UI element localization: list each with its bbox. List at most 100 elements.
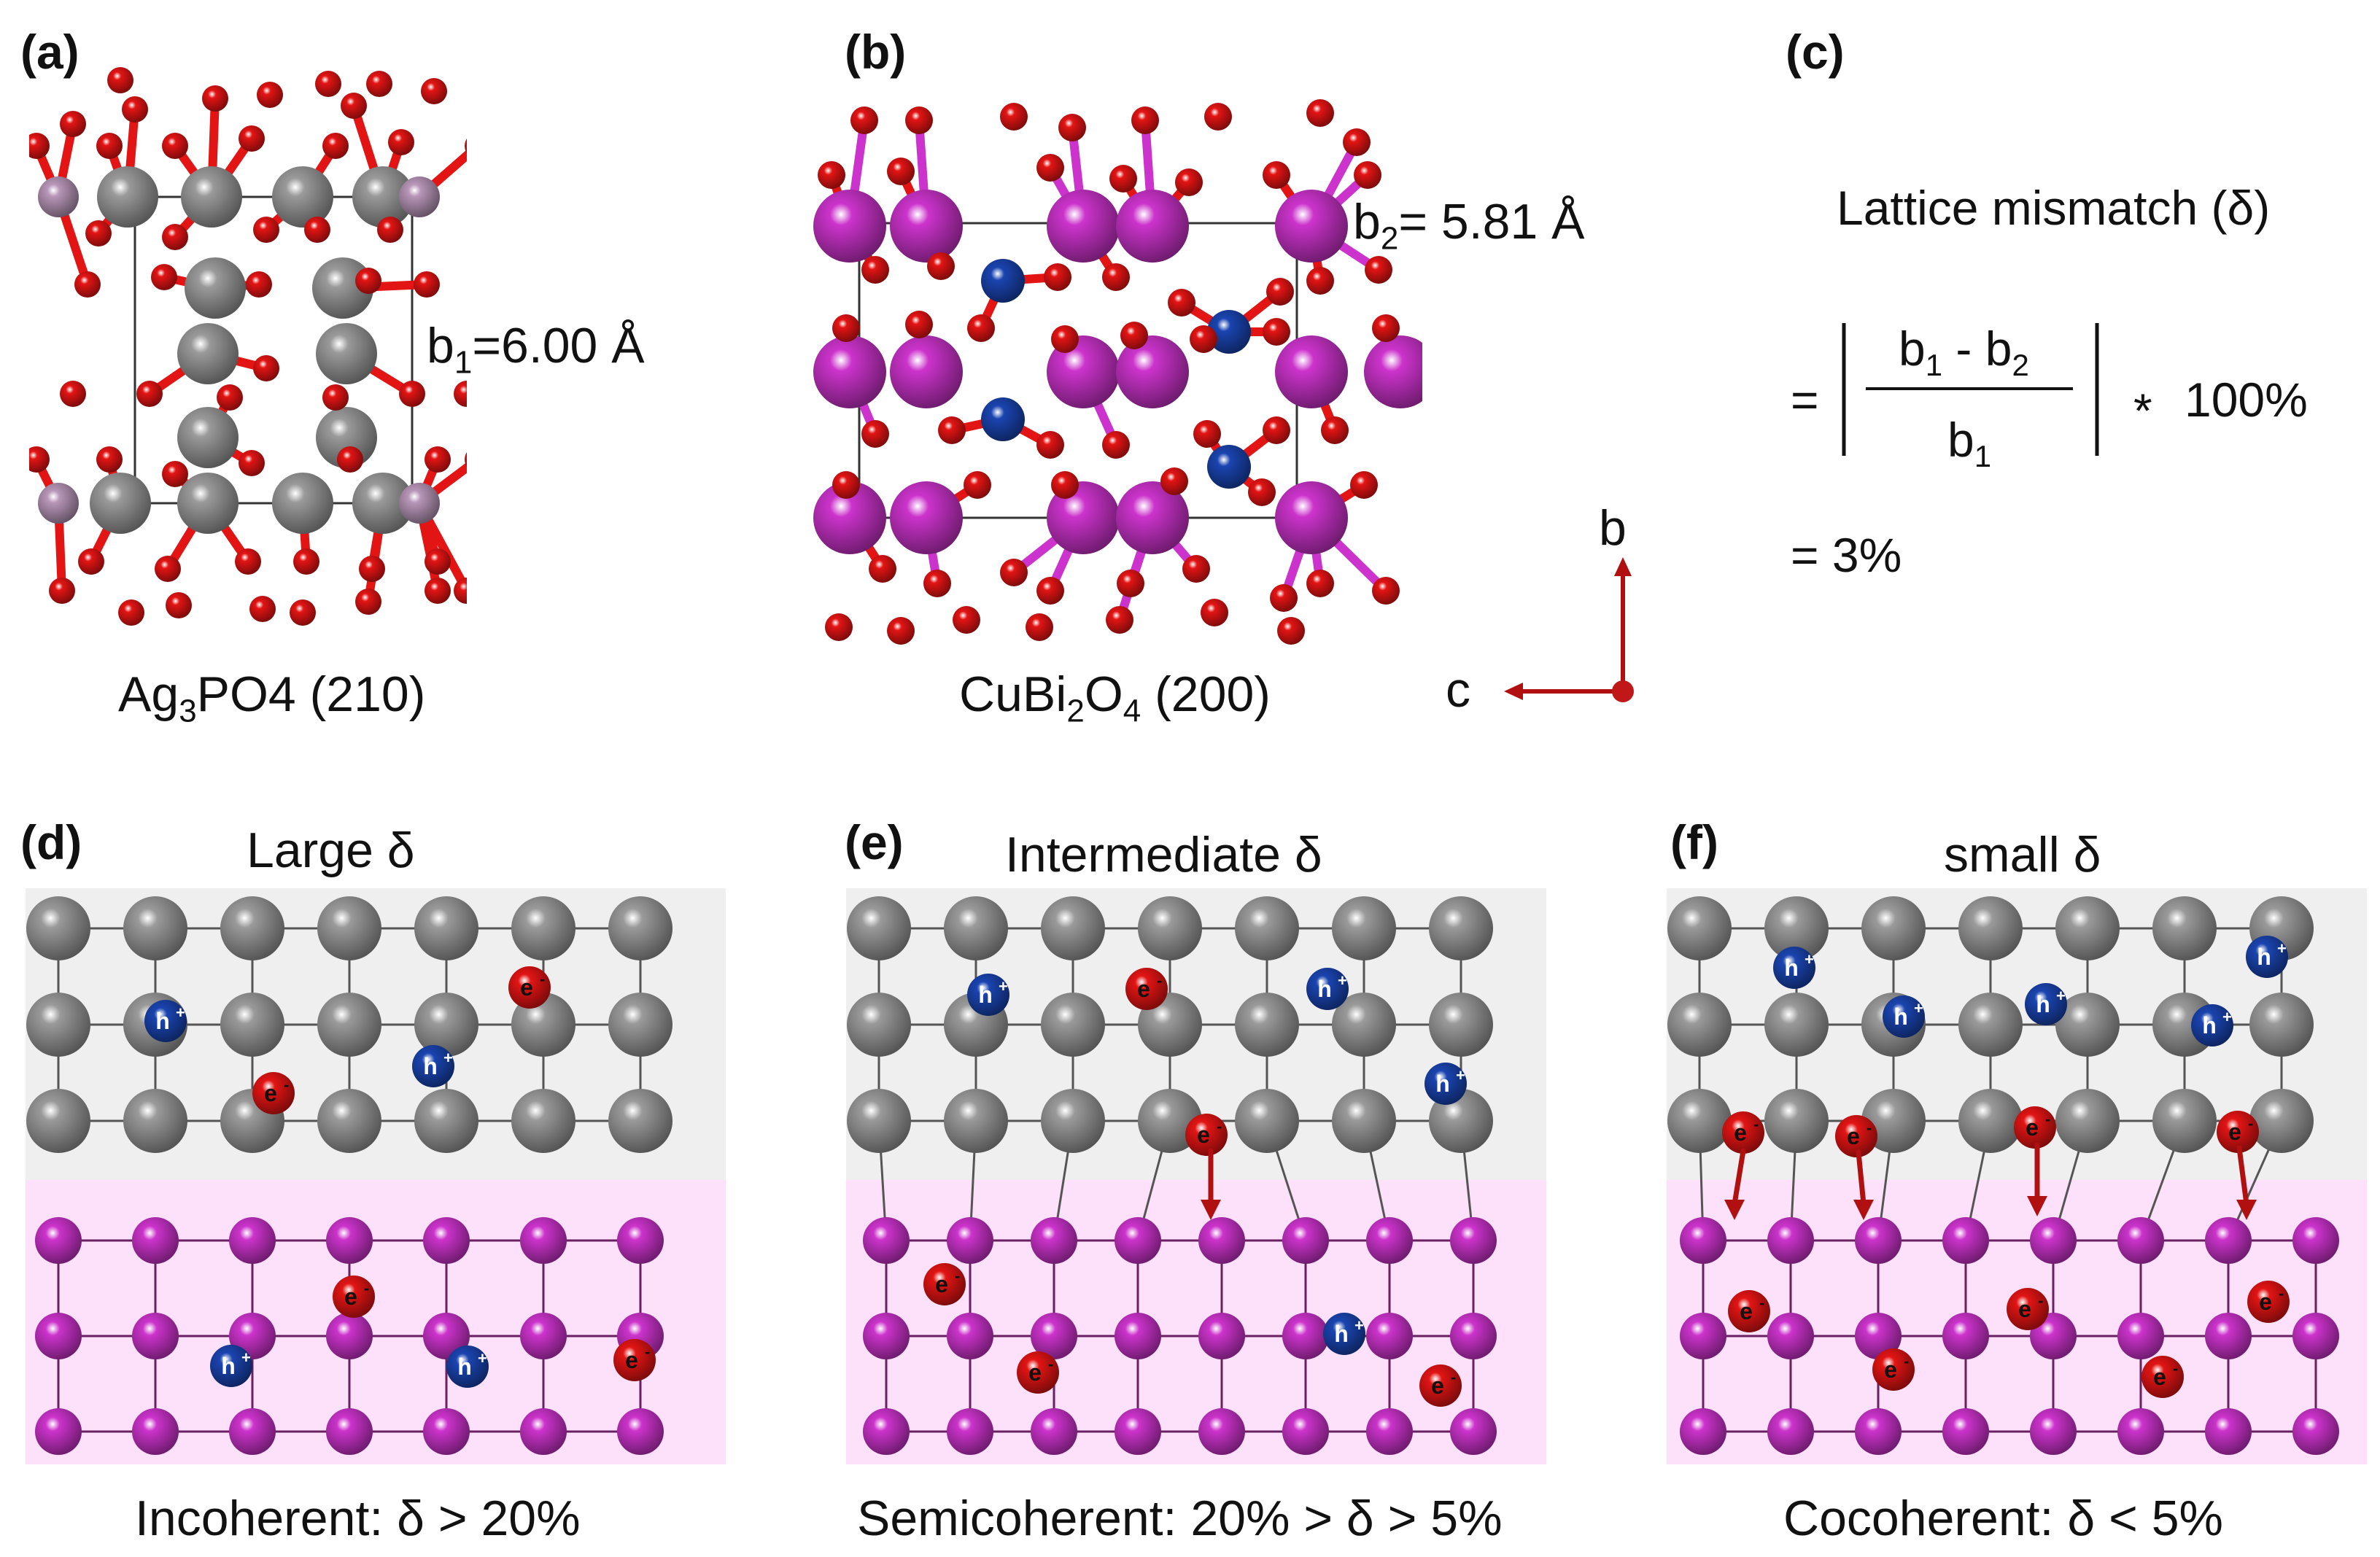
charge-sign: + bbox=[1354, 1316, 1364, 1335]
silver-atom bbox=[2152, 1089, 2217, 1153]
electron: e- bbox=[1835, 1115, 1877, 1157]
oxygen-atom bbox=[1175, 168, 1203, 196]
oxygen-atom bbox=[967, 314, 995, 342]
charge-sign: + bbox=[2222, 1008, 2232, 1026]
oxygen-atom bbox=[454, 381, 467, 407]
ag3po4-caption-tail: PO4 (210) bbox=[196, 667, 426, 722]
num-sub1: 1 bbox=[1925, 348, 1943, 383]
electron: e- bbox=[2217, 1111, 2259, 1153]
oxygen-atom bbox=[1106, 606, 1133, 634]
oxygen-atom bbox=[1109, 165, 1137, 193]
bismuth-atom bbox=[1450, 1217, 1497, 1264]
charge-sign: - bbox=[1904, 1352, 1909, 1370]
oxygen-atom bbox=[1350, 471, 1378, 499]
bismuth-atom bbox=[2117, 1313, 2164, 1359]
bismuth-atom bbox=[2205, 1313, 2252, 1359]
silver-atom bbox=[1332, 896, 1396, 960]
oxygen-atom bbox=[953, 606, 980, 634]
hole: h+ bbox=[967, 974, 1009, 1016]
oxygen-atom bbox=[366, 71, 392, 97]
bismuth-atom bbox=[1450, 1313, 1497, 1359]
hole: h+ bbox=[1323, 1313, 1365, 1355]
oxygen-atom bbox=[322, 133, 349, 159]
phosphorus-atom bbox=[399, 483, 440, 524]
charge-sign: + bbox=[443, 1049, 453, 1067]
oxygen-atom bbox=[355, 589, 381, 615]
oxygen-atom bbox=[1117, 570, 1144, 597]
bismuth-atom bbox=[35, 1408, 82, 1455]
bismuth-atom bbox=[1680, 1408, 1726, 1455]
silver-atom bbox=[123, 1089, 187, 1153]
oxygen-atom bbox=[1036, 577, 1064, 605]
oxygen-atom bbox=[1263, 318, 1290, 346]
hole: h+ bbox=[412, 1045, 454, 1087]
hole: h+ bbox=[2246, 936, 2288, 978]
oxygen-atom bbox=[923, 570, 951, 597]
oxygen-atom bbox=[887, 158, 915, 185]
charge-sign: + bbox=[1805, 950, 1814, 968]
electron: e- bbox=[923, 1263, 966, 1305]
electron-symbol: e bbox=[520, 974, 533, 1001]
oxygen-atom bbox=[246, 271, 272, 298]
oxygen-atom bbox=[107, 67, 133, 93]
oxygen-atom bbox=[465, 139, 467, 153]
silver-atom bbox=[511, 993, 575, 1057]
silver-atom bbox=[177, 473, 239, 534]
electron-ball bbox=[1185, 1114, 1228, 1156]
oxygen-atom bbox=[905, 106, 933, 134]
silver-atom bbox=[26, 993, 90, 1057]
silver-atom bbox=[414, 1089, 478, 1153]
electron: e- bbox=[1419, 1364, 1462, 1407]
silver-atom bbox=[1667, 1089, 1732, 1153]
percent-100: 100% bbox=[2185, 373, 2308, 427]
oxygen-atom bbox=[1372, 314, 1400, 342]
electron-ball bbox=[252, 1072, 295, 1114]
silver-atom bbox=[847, 993, 911, 1057]
bismuth-atom bbox=[1282, 1313, 1329, 1359]
silver-atom bbox=[316, 407, 377, 468]
oxygen-atom bbox=[1343, 128, 1371, 156]
hole-symbol: h bbox=[1435, 1071, 1450, 1097]
bismuth-atom bbox=[617, 1408, 664, 1455]
bismuth-atom bbox=[617, 1217, 664, 1264]
hole-symbol: h bbox=[1893, 1003, 1908, 1030]
electron: e- bbox=[2014, 1106, 2056, 1149]
oxygen-atom bbox=[136, 381, 163, 407]
bismuth-atom bbox=[1942, 1408, 1989, 1455]
hole: h+ bbox=[446, 1346, 489, 1388]
bismuth-atom bbox=[1282, 1217, 1329, 1264]
electron-symbol: e bbox=[935, 1271, 948, 1297]
hole-symbol: h bbox=[978, 982, 993, 1008]
b2-symbol: b bbox=[1353, 194, 1381, 249]
equals-sign-1: = bbox=[1791, 373, 1819, 427]
hole-symbol: h bbox=[1784, 955, 1799, 981]
electron: e- bbox=[1728, 1290, 1770, 1332]
b-axis-label: b bbox=[1599, 500, 1627, 556]
bismuth-atom bbox=[1115, 1408, 1161, 1455]
bismuth-atom bbox=[520, 1408, 567, 1455]
bismuth-atom bbox=[423, 1217, 470, 1264]
bismuth-atom bbox=[1031, 1408, 1077, 1455]
silver-atom bbox=[608, 993, 672, 1057]
oxygen-atom bbox=[151, 264, 177, 290]
electron: e- bbox=[2007, 1288, 2049, 1330]
charge-sign: + bbox=[1456, 1066, 1465, 1084]
charge-sign: + bbox=[478, 1349, 487, 1367]
silver-atom bbox=[220, 896, 284, 960]
copper-atom bbox=[1207, 445, 1251, 489]
bismuth-atom bbox=[326, 1217, 373, 1264]
electron-ball bbox=[1872, 1348, 1915, 1391]
oxygen-atom bbox=[162, 461, 188, 487]
electron: e- bbox=[2141, 1356, 2184, 1398]
silver-atom bbox=[26, 1089, 90, 1153]
bismuth-atom bbox=[1942, 1217, 1989, 1264]
hole-ball bbox=[144, 1000, 187, 1042]
oxygen-atom bbox=[293, 548, 319, 575]
silver-atom bbox=[352, 473, 414, 534]
hole: h+ bbox=[210, 1345, 252, 1387]
electron-ball bbox=[2217, 1111, 2259, 1153]
charge-sign: - bbox=[2279, 1284, 2284, 1302]
oxygen-atom bbox=[832, 471, 860, 499]
oxygen-atom bbox=[1044, 263, 1071, 291]
oxygen-atom bbox=[421, 78, 447, 104]
